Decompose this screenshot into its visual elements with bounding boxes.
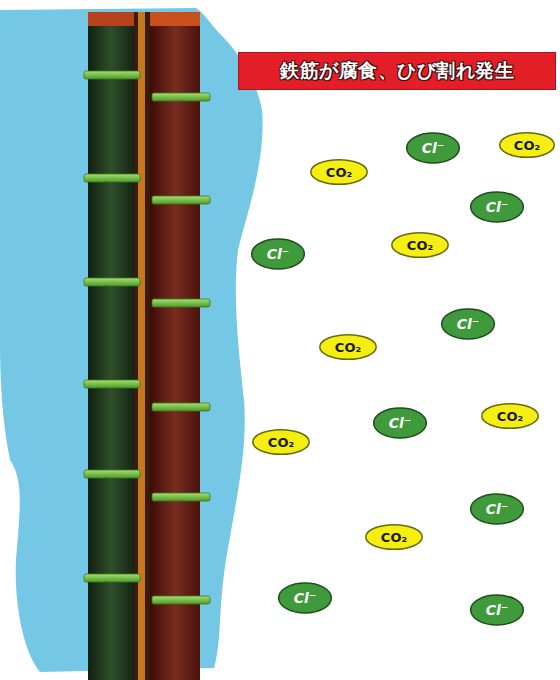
- ion-label: CO₂: [514, 138, 540, 153]
- co2-molecule: CO₂: [390, 231, 450, 259]
- co2-molecule: CO₂: [318, 333, 378, 361]
- chloride-ion: Cl⁻: [469, 492, 525, 526]
- ion-label: Cl⁻: [486, 199, 508, 215]
- chloride-ion: Cl⁻: [277, 581, 333, 615]
- ion-label: CO₂: [268, 435, 294, 450]
- ion-label: Cl⁻: [486, 602, 508, 618]
- co2-molecule: CO₂: [251, 428, 311, 456]
- co2-molecule: CO₂: [364, 523, 424, 551]
- chloride-ion: Cl⁻: [469, 593, 525, 627]
- chloride-ion: Cl⁻: [372, 406, 428, 440]
- stirrups-right: [152, 93, 210, 604]
- ion-label: CO₂: [335, 340, 361, 355]
- ion-label: CO₂: [326, 165, 352, 180]
- callout-banner: 鉄筋が腐食、ひび割れ発生: [238, 52, 556, 90]
- ion-label: Cl⁻: [267, 246, 289, 262]
- callout-text: 鉄筋が腐食、ひび割れ発生: [280, 58, 514, 84]
- rebar-top-right: [150, 12, 200, 26]
- ion-label: Cl⁻: [422, 140, 444, 156]
- chloride-ion: Cl⁻: [440, 307, 496, 341]
- chloride-ion: Cl⁻: [250, 237, 306, 271]
- chloride-ion: Cl⁻: [405, 131, 461, 165]
- ion-label: Cl⁻: [457, 316, 479, 332]
- rebar-right: [150, 12, 200, 680]
- co2-molecule: CO₂: [480, 402, 540, 430]
- chloride-ion: Cl⁻: [469, 190, 525, 224]
- co2-molecule: CO₂: [309, 158, 369, 186]
- co2-molecule: CO₂: [498, 131, 556, 159]
- ion-label: CO₂: [497, 409, 523, 424]
- ion-label: Cl⁻: [486, 501, 508, 517]
- stirrups-left: [84, 71, 140, 582]
- ion-label: Cl⁻: [389, 415, 411, 431]
- ion-label: CO₂: [407, 238, 433, 253]
- ion-label: Cl⁻: [294, 590, 316, 606]
- rebar-top-left: [88, 12, 134, 26]
- ion-label: CO₂: [381, 530, 407, 545]
